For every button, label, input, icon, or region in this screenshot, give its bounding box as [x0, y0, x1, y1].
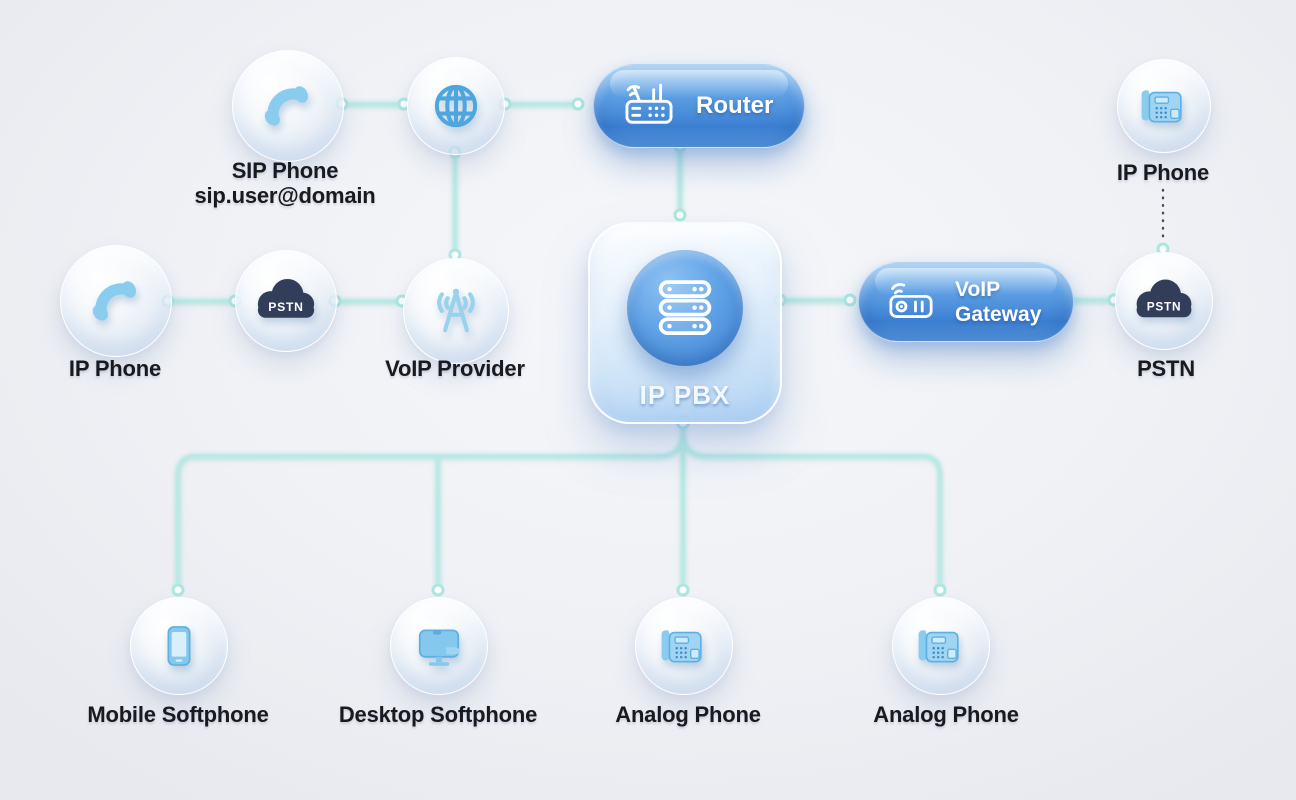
desk-phone-icon [918, 630, 959, 663]
node-pstn-right: PSTN [1115, 252, 1213, 350]
desk-phone-icon [661, 630, 702, 663]
label-analog-phone-2: Analog Phone [873, 702, 1019, 727]
smartphone-icon [167, 626, 191, 666]
node-analog-phone-1 [635, 597, 733, 695]
voip-gateway-label: VoIP Gateway [955, 277, 1041, 327]
node-router: Router [593, 64, 805, 148]
antenna-icon [437, 288, 475, 333]
label-pstn-right: PSTN [1137, 356, 1195, 381]
node-ip-phone-left [60, 245, 172, 357]
sip-phone-title: SIP Phone [231, 158, 339, 183]
phone-handset-icon [92, 281, 137, 321]
node-voip-gateway: VoIP Gateway [858, 262, 1074, 342]
node-desktop-softphone [390, 597, 488, 695]
node-ip-pbx: IP PBX [588, 222, 782, 424]
cloud-icon: PSTN [257, 278, 315, 318]
desk-phone-icon [1141, 90, 1182, 123]
monitor-icon [418, 629, 460, 666]
label-desktop-softphone: Desktop Softphone [338, 702, 538, 727]
node-analog-phone-2 [892, 597, 990, 695]
voip-gateway-label-line1: VoIP [955, 278, 1001, 301]
node-ip-phone-top [1117, 59, 1211, 153]
label-sip-phone: SIP Phone sip.user@domain [194, 158, 375, 208]
label-analog-phone-1: Analog Phone [615, 702, 761, 727]
label-mobile-softphone: Mobile Softphone [87, 702, 269, 727]
node-pstn-left: PSTN [235, 250, 337, 352]
voip-gateway-label-line2: Gateway [955, 303, 1042, 326]
pstn-cloud-text: PSTN [1147, 300, 1182, 314]
ip-pbx-badge [627, 250, 743, 366]
label-ip-phone-top: IP Phone [1116, 160, 1210, 185]
connector-ippbx-analogphone2 [681, 430, 942, 592]
router-label: Router [696, 92, 774, 119]
server-stack-icon [658, 280, 712, 336]
cloud-icon: PSTN [1136, 279, 1192, 318]
connector-ippbx-mobilesoftphone [176, 430, 685, 592]
node-internet-globe [407, 57, 505, 155]
router-icon [625, 83, 673, 124]
ip-pbx-label: IP PBX [639, 380, 731, 410]
pstn-cloud-text: PSTN [268, 300, 303, 314]
node-mobile-softphone [130, 597, 228, 695]
node-sip-phone [232, 50, 344, 162]
node-voip-provider [403, 258, 509, 364]
phone-handset-icon [264, 86, 309, 126]
globe-icon [434, 84, 478, 128]
sip-phone-address: sip.user@domain [194, 183, 376, 208]
gateway-modem-icon [889, 283, 933, 318]
label-ip-phone-left: IP Phone [68, 356, 162, 381]
label-voip-provider: VoIP Provider [385, 356, 525, 381]
